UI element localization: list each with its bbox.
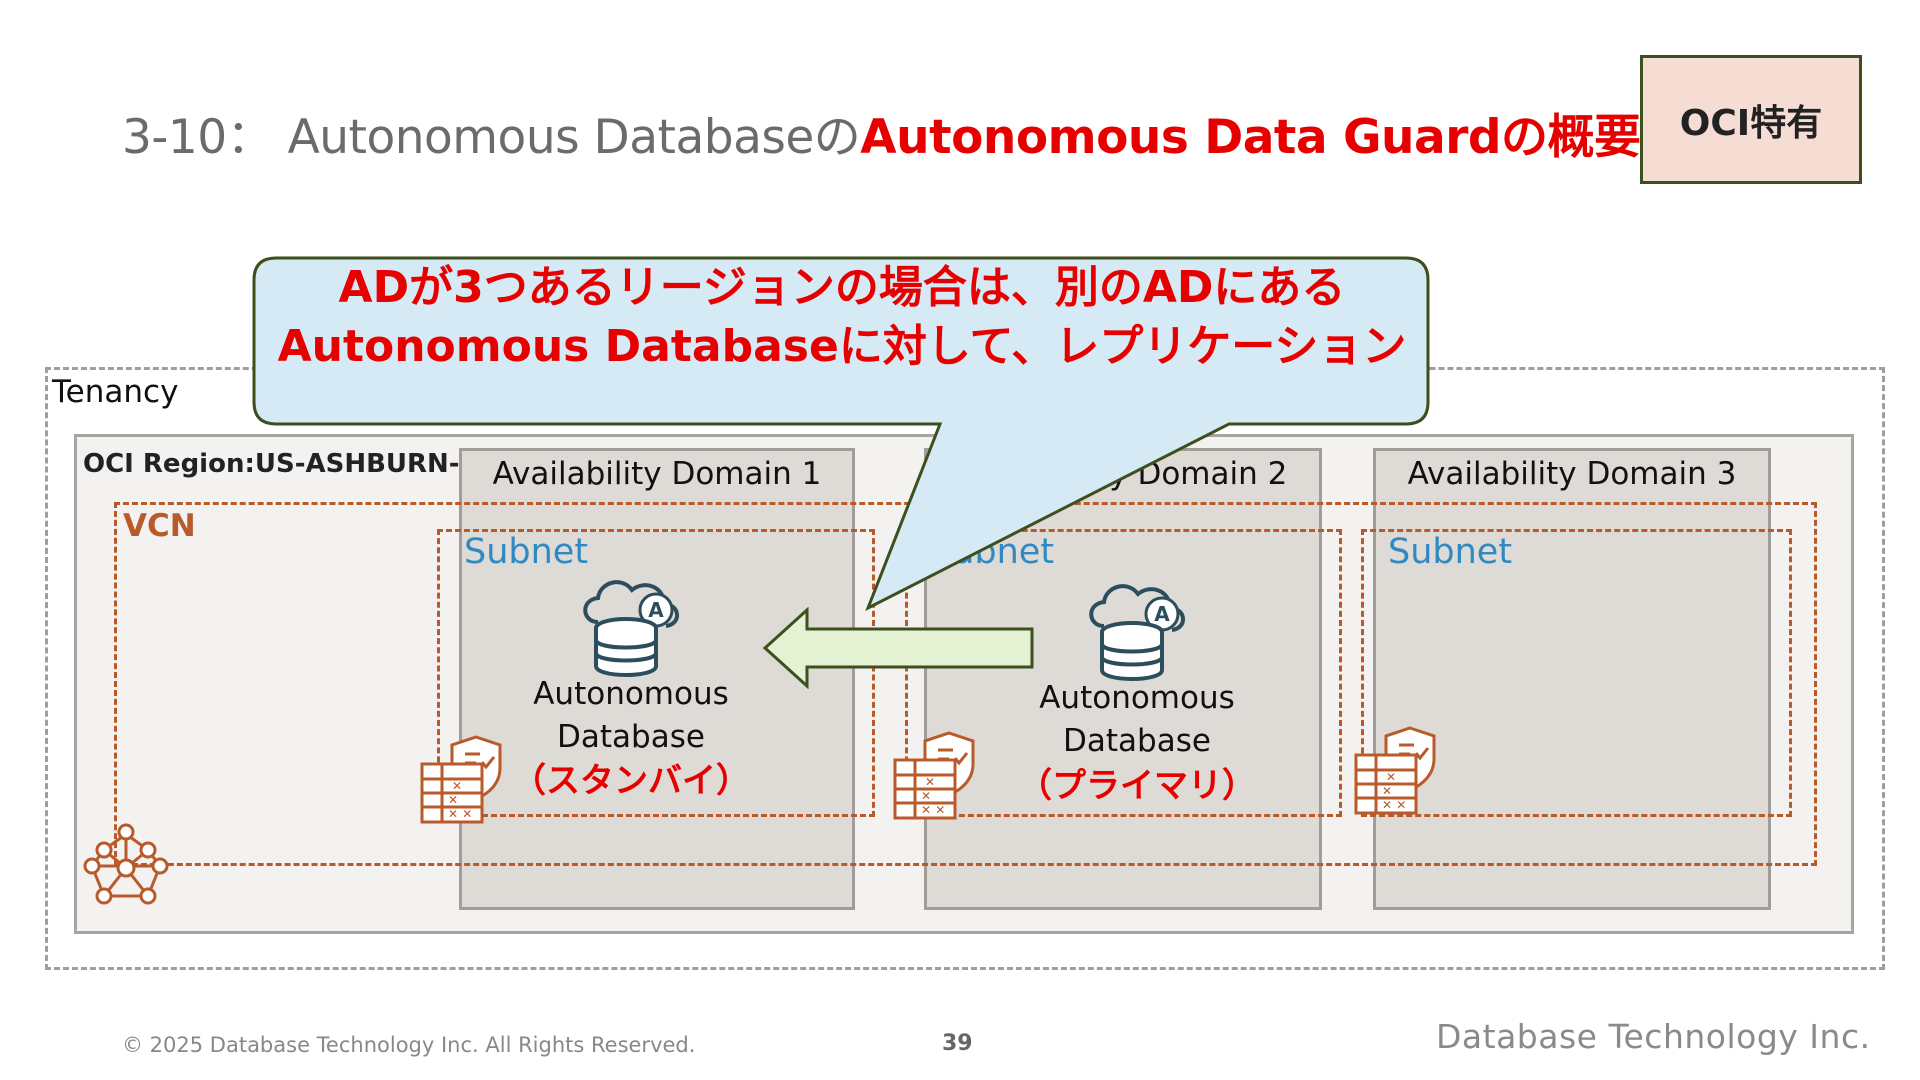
- title-highlight: Autonomous Data Guardの概要図: [860, 110, 1688, 165]
- tenancy-label: Tenancy: [52, 374, 179, 410]
- db-line1: Autonomous: [1039, 680, 1235, 716]
- svg-text:✕: ✕: [1386, 770, 1396, 784]
- region-label: OCI Region:US-ASHBURN-1: [83, 449, 478, 479]
- replication-arrow: [762, 607, 1034, 689]
- availability-domain-1: [459, 448, 855, 910]
- subnet-box-2: [905, 529, 1342, 817]
- svg-text:✕: ✕: [452, 779, 462, 793]
- standby-role-label: （スタンバイ）: [512, 761, 750, 801]
- svg-text:✕ ✕: ✕ ✕: [448, 807, 472, 821]
- svg-text:✕: ✕: [448, 793, 458, 807]
- oci-badge: OCI特有: [1640, 55, 1862, 184]
- page-number: 39: [942, 1031, 973, 1056]
- autonomous-database-icon: A: [583, 580, 679, 677]
- svg-text:A: A: [1154, 602, 1170, 626]
- db-line2: Database: [557, 719, 705, 755]
- company-logo-text: Database Technology Inc.: [1436, 1017, 1871, 1056]
- availability-domain-1-label: Availability Domain 1: [492, 456, 822, 492]
- autonomous-database-icon: A: [1089, 584, 1185, 681]
- vcn-network-icon: [83, 823, 169, 905]
- availability-domain-3-label: Availability Domain 3: [1407, 456, 1737, 492]
- svg-text:✕ ✕: ✕ ✕: [1382, 798, 1406, 812]
- svg-text:✕: ✕: [925, 775, 935, 789]
- availability-domain-3: [1373, 448, 1771, 910]
- db-line2: Database: [1063, 723, 1211, 759]
- footer-copyright: © 2025 Database Technology Inc. All Righ…: [122, 1033, 696, 1057]
- svg-text:✕ ✕: ✕ ✕: [921, 803, 945, 817]
- security-list-icon: ✕ ✕ ✕ ✕: [420, 735, 502, 824]
- svg-text:✕: ✕: [1382, 784, 1392, 798]
- vcn-label: VCN: [123, 508, 196, 544]
- subnet-label-1: Subnet: [464, 532, 589, 572]
- slide-title: 3-10： Autonomous DatabaseのAutonomous Dat…: [122, 98, 1731, 167]
- subnet-box-3: [1361, 529, 1792, 817]
- svg-text:✕: ✕: [921, 789, 931, 803]
- db-line1: Autonomous: [533, 676, 729, 712]
- security-list-icon: ✕ ✕ ✕ ✕: [1354, 726, 1436, 815]
- primary-role-label: （プライマリ）: [1018, 766, 1256, 806]
- security-list-icon: ✕ ✕ ✕ ✕: [893, 731, 975, 820]
- title-prefix: 3-10： Autonomous Databaseの: [122, 110, 861, 165]
- subnet-label-3: Subnet: [1388, 532, 1513, 572]
- svg-text:A: A: [648, 598, 664, 622]
- callout-text: ADが3つあるリージョンの場合は、別のADにあるAutonomous Datab…: [277, 262, 1407, 372]
- subnet-box-1: [437, 529, 875, 817]
